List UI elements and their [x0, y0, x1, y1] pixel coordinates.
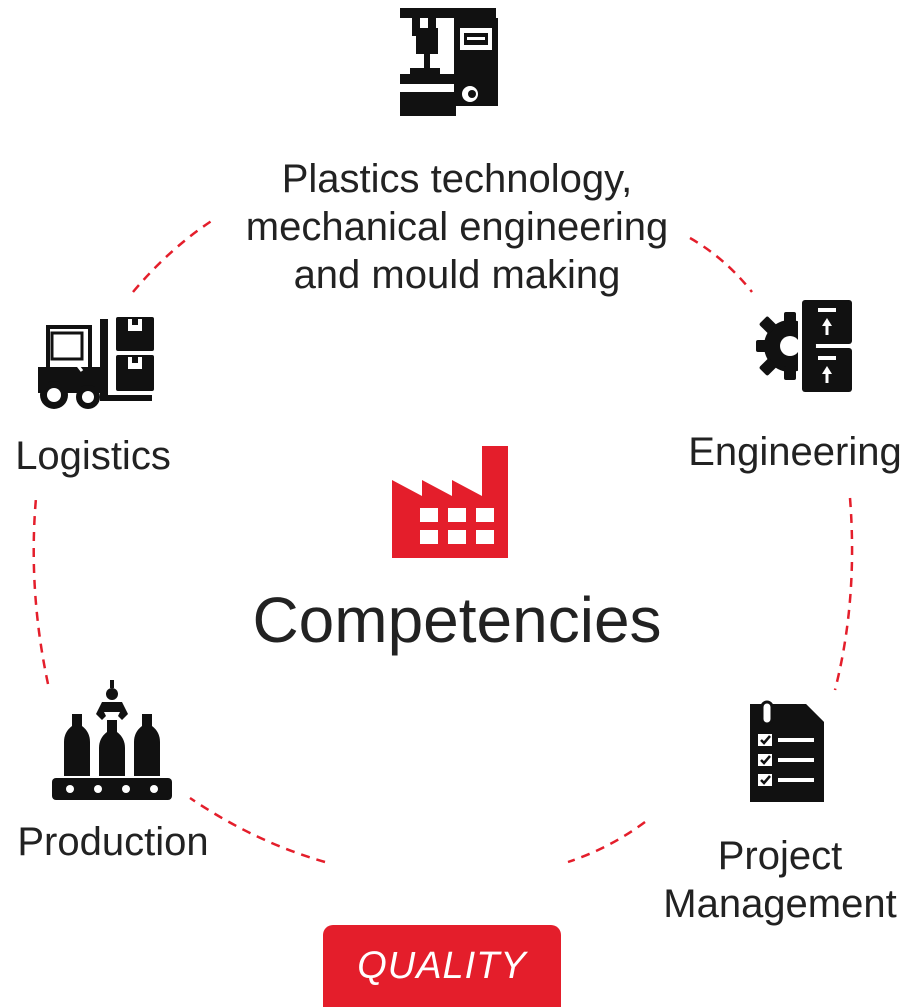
node-production-line-1: Production: [17, 820, 209, 864]
forklift-icon: [38, 317, 154, 409]
node-production-label: Production: [0, 818, 226, 866]
node-project-line-1: Project: [717, 834, 843, 878]
node-engineering-line-1: Engineering: [688, 430, 902, 474]
center-title: Competencies: [252, 584, 662, 656]
connector-quality-production: [189, 796, 326, 864]
connector-project-quality: [567, 820, 646, 864]
node-logistics-line-1: Logistics: [15, 434, 171, 478]
checklist-icon: [750, 700, 824, 802]
node-plastics-line-1: Plastics technology,: [281, 157, 633, 201]
node-logistics-label: Logistics: [0, 432, 186, 480]
connector-plastics-engineering: [689, 236, 753, 293]
milling-machine-icon: [400, 8, 498, 116]
factory-icon: [392, 446, 508, 558]
quality-badge: QUALITY: [323, 925, 561, 1007]
connector-engineering-project: [833, 497, 854, 691]
node-engineering-label: Engineering: [680, 428, 910, 476]
connector-logistics-plastics: [132, 218, 214, 293]
node-plastics-label: Plastics technology, mechanical engineer…: [207, 155, 707, 299]
connector-production-logistics: [32, 497, 50, 685]
gear-boxes-icon: [756, 300, 852, 392]
node-project-label: Project Management: [650, 832, 910, 928]
node-plastics-line-3: and mould making: [293, 253, 621, 297]
bottling-line-icon: [52, 680, 172, 800]
quality-label: QUALITY: [357, 944, 527, 987]
node-project-line-2: Management: [663, 882, 897, 926]
node-plastics-line-2: mechanical engineering: [245, 205, 669, 249]
